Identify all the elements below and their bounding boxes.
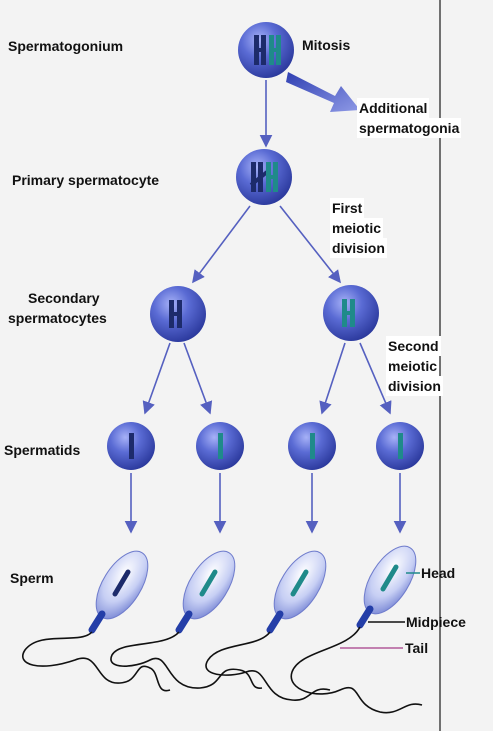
arrows [124, 80, 407, 534]
arrow-secondary-left-to-spermatid-1 [142, 342, 171, 415]
label-first-line3: division [330, 238, 387, 258]
label-midpiece: Midpiece [406, 614, 466, 630]
primary-spermatocyte-cell [236, 149, 292, 205]
label-first-line1: First [330, 198, 365, 218]
sperm-2 [110, 550, 263, 689]
label-second-line1: Second [386, 336, 441, 356]
label-spermatids: Spermatids [4, 442, 81, 458]
spermatid-2 [196, 422, 244, 470]
label-primary-spermatocyte: Primary spermatocyte [12, 172, 160, 188]
label-first-line2: meiotic [330, 218, 384, 238]
label-additional-line1: Additional [357, 98, 430, 118]
label-secondary-line1: Secondary [28, 290, 100, 306]
arrow-primary-to-secondary-right [279, 205, 341, 284]
spermatid-4 [376, 422, 424, 470]
spermatid-3 [288, 422, 336, 470]
label-secondary-line2: spermatocytes [8, 310, 107, 326]
spermatid-1 [107, 422, 155, 470]
label-mitosis: Mitosis [302, 37, 351, 53]
label-second-line3: division [386, 376, 443, 396]
sperm-3 [205, 550, 331, 701]
arrow-secondary-right-to-spermatid-3 [319, 342, 346, 415]
spermatogonium-cell [238, 22, 294, 78]
label-second-line2: meiotic [386, 356, 440, 376]
arrow-secondary-right-to-spermatid-4 [359, 342, 392, 415]
label-head: Head [421, 565, 456, 581]
sperm-1 [22, 550, 171, 692]
sperm-4 [290, 545, 423, 714]
mitosis-arrow [286, 72, 360, 112]
label-sperm: Sperm [10, 570, 54, 586]
label-spermatogonium: Spermatogonium [8, 38, 124, 54]
arrow-secondary-left-to-spermatid-2 [183, 342, 213, 415]
label-additional-line2: spermatogonia [357, 118, 462, 138]
secondary-spermatocyte-left [150, 286, 206, 342]
arrow-primary-to-secondary-left [192, 205, 251, 284]
secondary-spermatocyte-right [323, 285, 379, 341]
label-tail: Tail [405, 640, 429, 656]
